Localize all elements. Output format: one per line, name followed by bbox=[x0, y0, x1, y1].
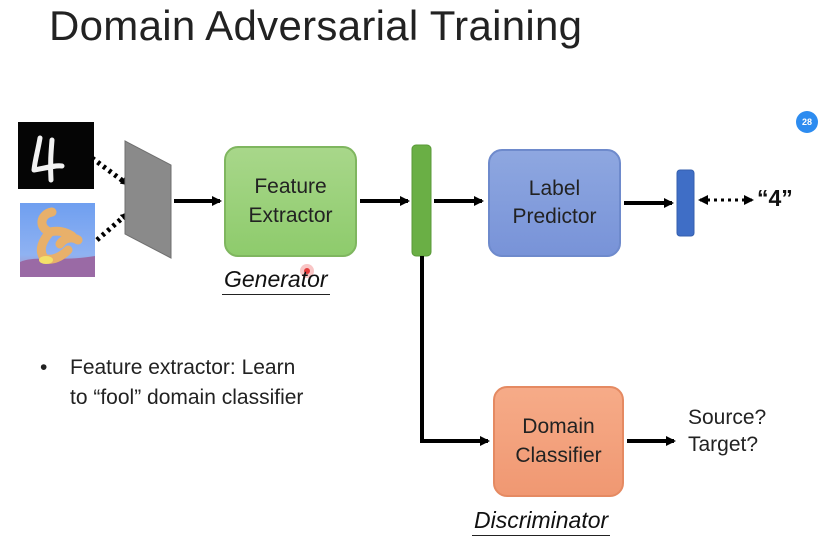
feature-extractor-box: Feature Extractor bbox=[224, 146, 357, 257]
domain-classifier-box: Domain Classifier bbox=[493, 386, 624, 497]
bullet-point: • Feature extractor: Learn to “fool” doma… bbox=[40, 353, 303, 414]
bullet-line-1: Feature extractor: Learn bbox=[70, 356, 296, 379]
digit-four-image bbox=[18, 122, 94, 189]
recording-cursor-icon bbox=[300, 264, 314, 278]
feature-vector-bar bbox=[411, 144, 432, 257]
colored-digit-image bbox=[20, 203, 95, 277]
target-question: Target? bbox=[688, 433, 759, 457]
projection-plane bbox=[124, 140, 172, 259]
feature-extractor-label-line1: Feature bbox=[254, 175, 327, 199]
label-predictor-label-line1: Label bbox=[528, 176, 581, 200]
feature-extractor-label-line2: Extractor bbox=[248, 203, 333, 227]
bullet-line-2: to “fool” domain classifier bbox=[70, 386, 304, 410]
domain-classifier-label-line1: Domain bbox=[522, 415, 595, 439]
input-arrow-top bbox=[90, 155, 129, 187]
output-class-label: “4” bbox=[757, 185, 793, 211]
output-vector-bar bbox=[676, 169, 695, 237]
page-number-badge[interactable]: 28 bbox=[796, 111, 818, 133]
slide-title: Domain Adversarial Training bbox=[49, 2, 583, 49]
domain-classifier-label-line2: Classifier bbox=[515, 443, 602, 467]
input-arrow-bottom bbox=[95, 212, 129, 242]
domain-output-text: Source? Target? bbox=[688, 404, 766, 459]
label-predictor-box: Label Predictor bbox=[488, 149, 621, 257]
label-predictor-label-line2: Predictor bbox=[512, 205, 597, 228]
source-question: Source? bbox=[688, 406, 767, 429]
discriminator-label: Discriminator bbox=[472, 507, 611, 536]
arrow-to-domain-classifier bbox=[420, 256, 490, 446]
generator-label: Generator bbox=[222, 266, 330, 295]
bullet-dot: • bbox=[40, 356, 48, 379]
